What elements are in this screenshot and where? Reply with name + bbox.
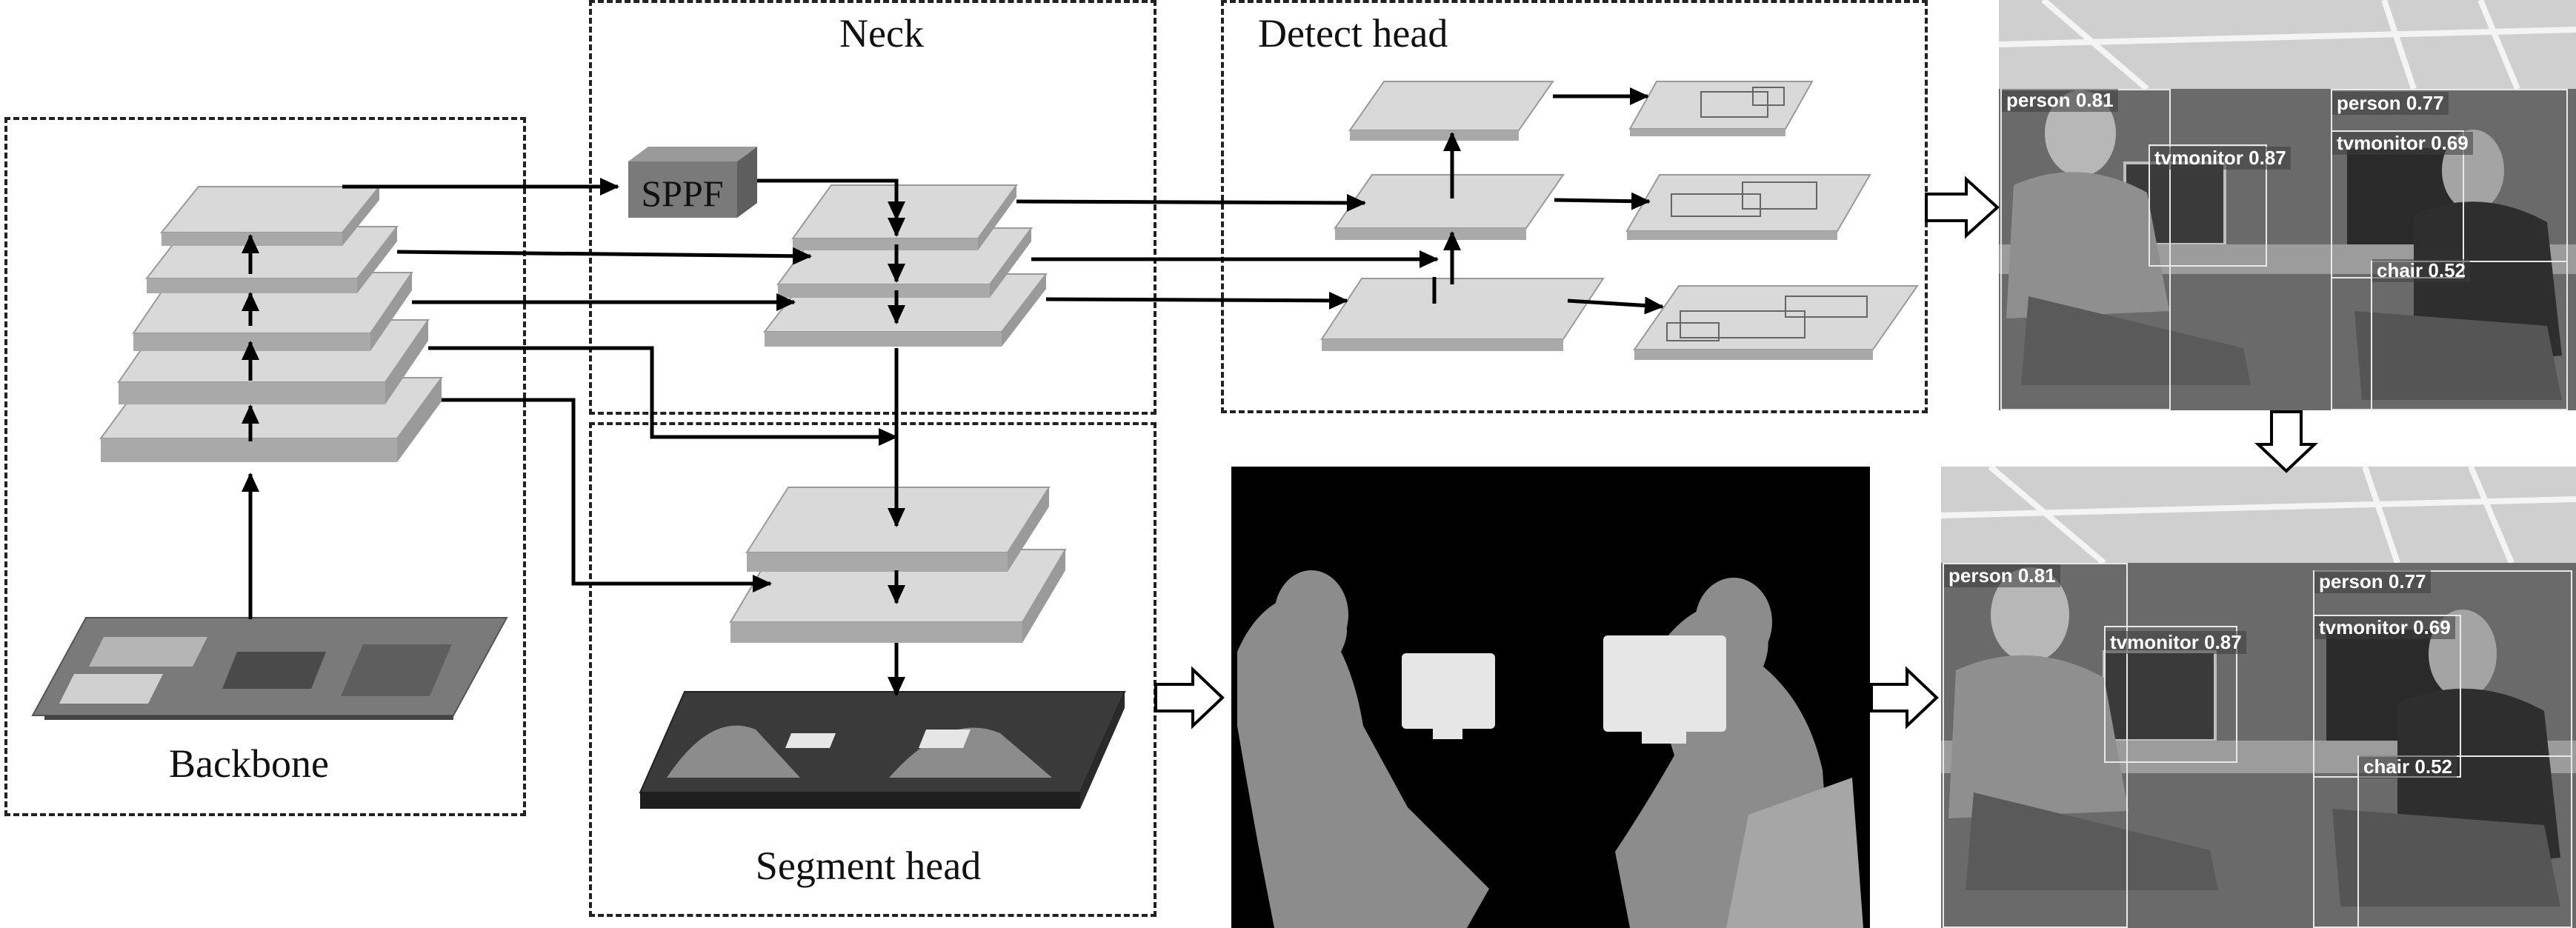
sppf-block: SPPF [628, 147, 757, 218]
backbone-layer-1 [159, 186, 382, 246]
det-label-chair-b: chair 0.52 [2359, 755, 2457, 778]
neck-layer-1 [791, 184, 1018, 250]
sppf-label: SPPF [641, 173, 723, 214]
det-label-person-1-b: person 0.81 [1944, 564, 2060, 587]
neck-label: Neck [839, 11, 924, 56]
det-label-tvmonitor-1: tvmonitor 0.87 [2150, 147, 2291, 170]
neck-box [589, 0, 1156, 415]
detect-output-1 [1628, 81, 1814, 136]
hollow-arrows [1154, 176, 2319, 730]
detection-box-chair-b [2357, 755, 2572, 928]
hollow-arrow-seg-to-mask [1154, 666, 1225, 730]
hollow-arrow-detect-to-image [1925, 176, 2000, 239]
det-label-tvmonitor-2-b: tvmonitor 0.69 [2314, 616, 2455, 639]
office-scene-photo-bottom [1941, 467, 2576, 928]
det-label-person-1: person 0.81 [2002, 89, 2118, 112]
detect-output-3 [1633, 285, 1919, 360]
detection-result-image-top [1999, 0, 2576, 410]
detection-box-person-left-b [1943, 563, 2128, 928]
det-label-chair: chair 0.52 [2372, 259, 2470, 282]
det-label-person-2: person 0.77 [2332, 92, 2449, 115]
segment-head-box [589, 422, 1156, 917]
segment-output-plane [639, 691, 1126, 809]
detect-feature-3 [1320, 278, 1605, 351]
det-label-tvmonitor-2: tvmonitor 0.69 [2332, 132, 2473, 155]
detect-output-2 [1625, 174, 1871, 240]
input-image [31, 617, 508, 720]
detection-box-tvmonitor-left [2149, 144, 2267, 267]
hollow-arrow-down [2254, 410, 2319, 473]
segmentation-mask [1231, 467, 1870, 928]
detection-result-image-bottom [1941, 467, 2576, 928]
segment-head-label: Segment head [755, 844, 982, 888]
backbone-label: Backbone [169, 741, 329, 786]
detect-head-label: Detect head [1258, 11, 1448, 56]
detect-layers [1320, 81, 1919, 360]
hollow-arrow-mask-to-result [1870, 666, 1939, 730]
detection-box-tvmonitor-left-b [2104, 626, 2237, 763]
detect-feature-1 [1348, 81, 1554, 141]
backbone-box [4, 117, 526, 816]
neck-layers [762, 184, 1048, 347]
segment-layers [639, 487, 1126, 809]
backbone-layers [99, 186, 443, 462]
office-scene-photo-top [1999, 0, 2576, 410]
connection-arrows [342, 87, 1664, 696]
det-label-tvmonitor-1-b: tvmonitor 0.87 [2106, 631, 2246, 654]
detect-feature-2 [1334, 174, 1565, 240]
det-label-person-2-b: person 0.77 [2314, 570, 2431, 593]
